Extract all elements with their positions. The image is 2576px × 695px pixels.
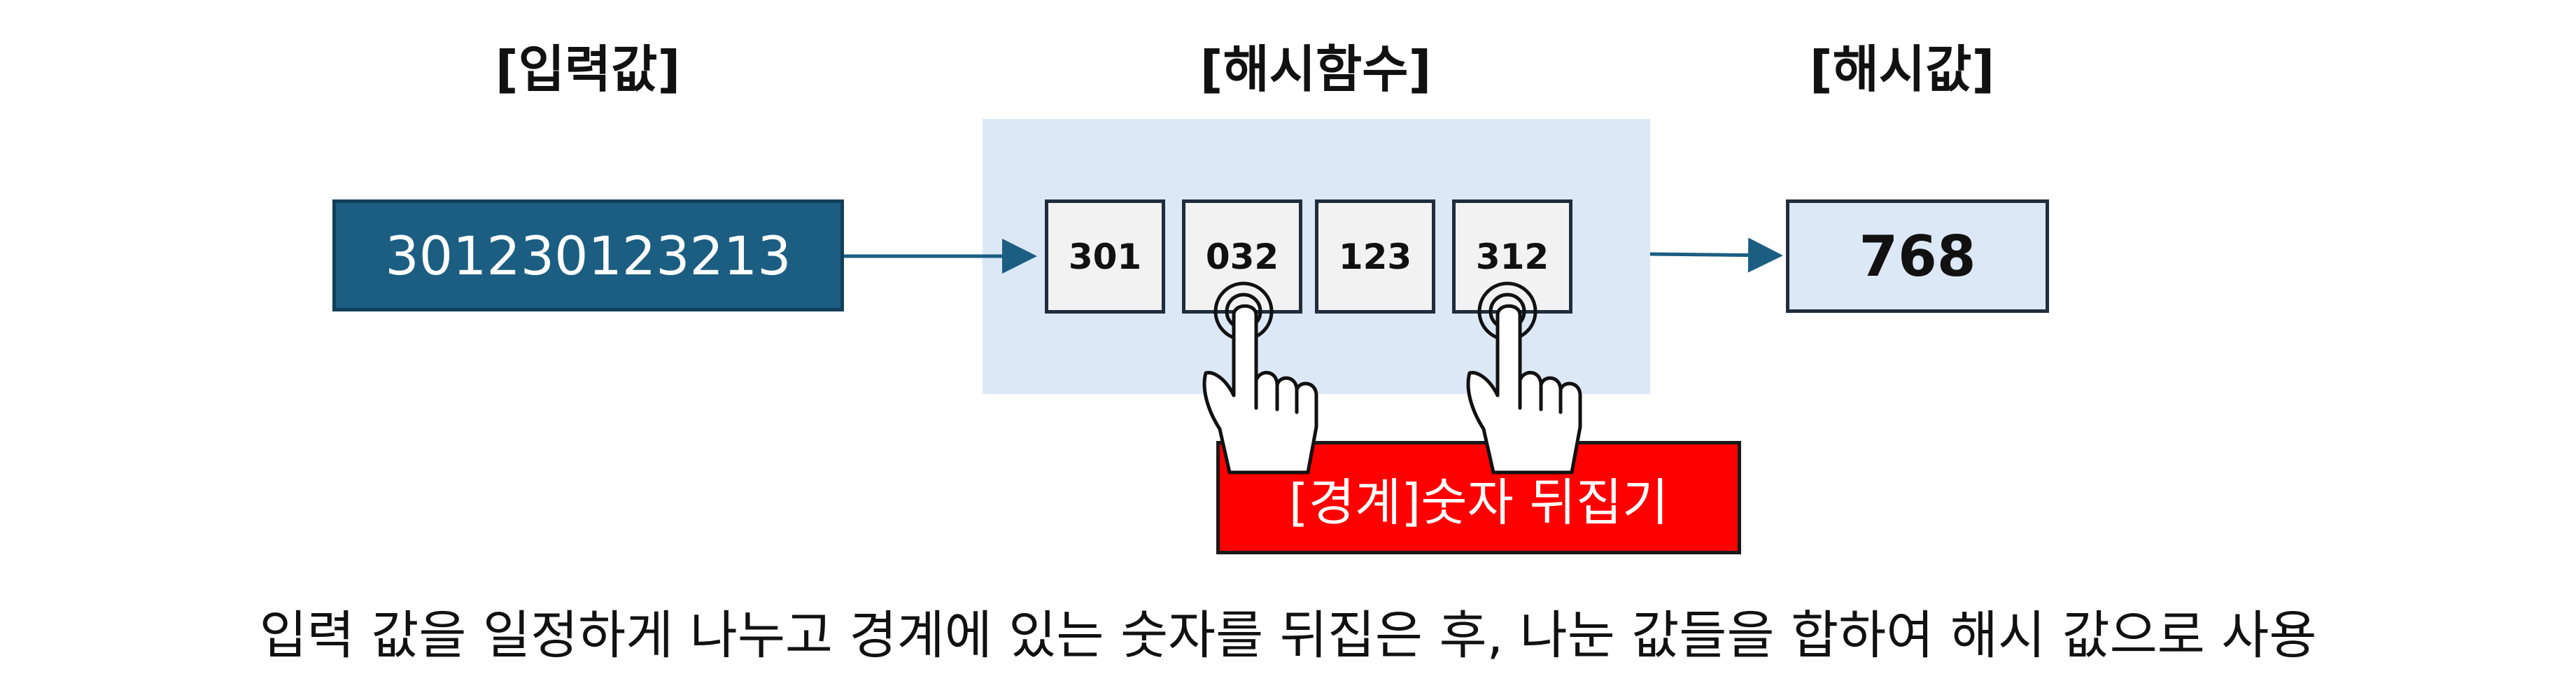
chunk-value: 032 <box>1205 236 1279 277</box>
input-heading: [입력값] <box>495 40 681 99</box>
chunk-box: 312 <box>1452 199 1572 314</box>
reverse-boundary-label: [경계]숫자 뒤집기 <box>1216 441 1741 554</box>
caption: 입력 값을 일정하게 나누고 경계에 있는 숫자를 뒤집은 후, 나눈 값들을 … <box>259 605 2317 666</box>
hash-value-text: 768 <box>1859 223 1976 289</box>
chunk-box: 301 <box>1045 199 1165 314</box>
chunk-value: 312 <box>1475 236 1549 277</box>
chunk-box: 032 <box>1182 199 1302 314</box>
hash-function-heading: [해시함수] <box>1199 40 1432 99</box>
input-value-box: 301230123213 <box>332 199 844 311</box>
hash-value-box: 768 <box>1786 199 2049 313</box>
input-value-text: 301230123213 <box>385 224 791 287</box>
reverse-boundary-text: [경계]숫자 뒤집기 <box>1288 472 1669 532</box>
function-to-output-arrow <box>1649 237 1783 273</box>
chunk-box: 123 <box>1315 199 1435 314</box>
chunk-value: 123 <box>1338 236 1412 277</box>
hash-value-heading: [해시값] <box>1809 40 1995 99</box>
chunk-value: 301 <box>1068 236 1142 277</box>
